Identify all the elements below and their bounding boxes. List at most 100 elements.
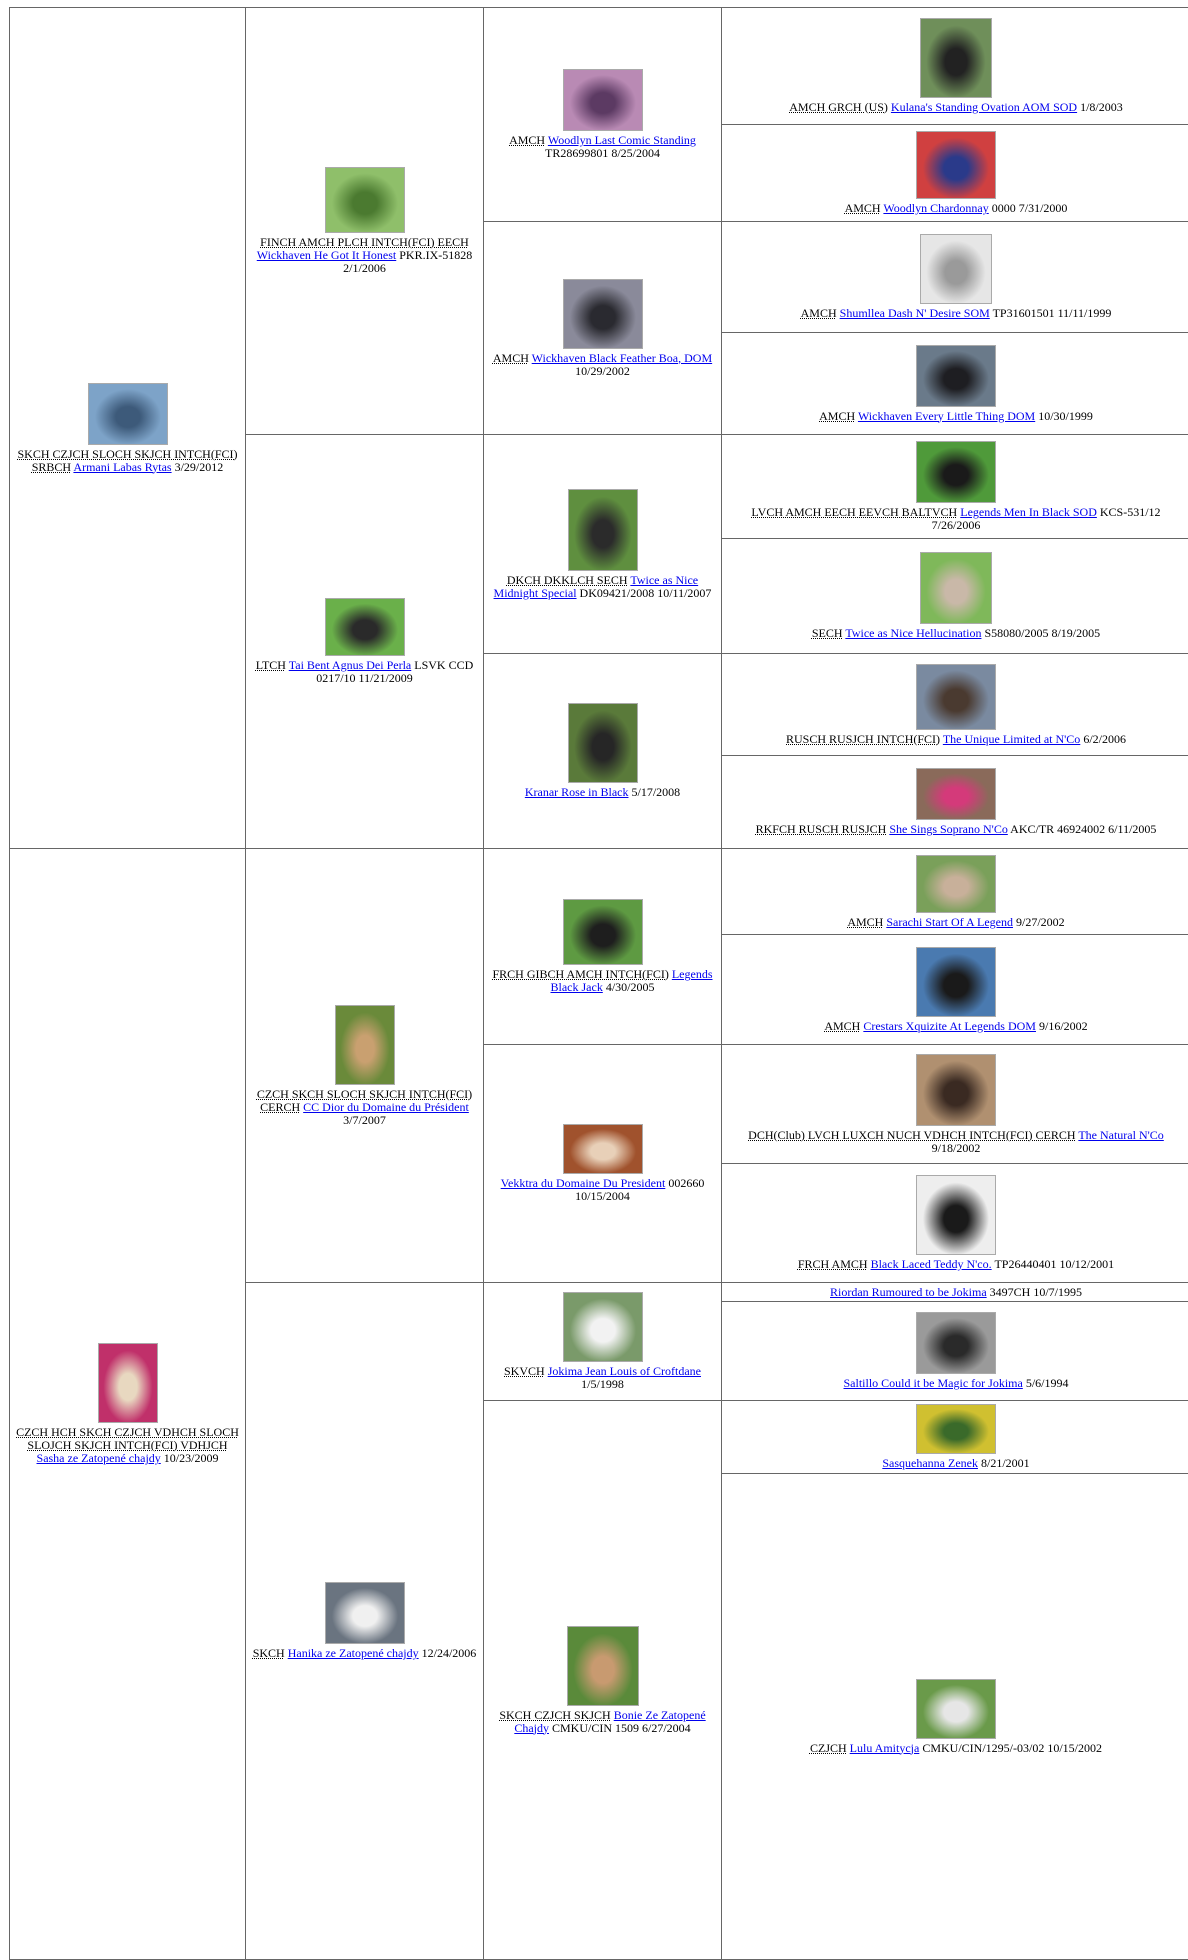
dog-photo[interactable] bbox=[916, 663, 996, 730]
dog-info: TP26440401 10/12/2001 bbox=[994, 1257, 1115, 1271]
dog-name-link[interactable]: Wickhaven He Got It Honest bbox=[256, 248, 397, 262]
dog-photo[interactable] bbox=[324, 598, 405, 656]
dog-photo[interactable] bbox=[562, 278, 643, 349]
dog-name-link[interactable]: CC Dior du Domaine du Président bbox=[303, 1099, 469, 1114]
dog-name-link[interactable]: Jokima Jean Louis of Croftdane bbox=[547, 1364, 701, 1378]
dog-name-link[interactable]: The Natural N'Co bbox=[1078, 1127, 1164, 1142]
dog-name-link[interactable]: Hanika ze Zatopené chajdy bbox=[287, 1646, 419, 1660]
dog-titles: SKCH bbox=[252, 1646, 285, 1660]
dog-info: CMKU/CIN/1295/-03/02 10/15/2002 bbox=[922, 1740, 1102, 1755]
dog-info: 1/5/1998 bbox=[581, 1377, 624, 1391]
dog-name-link[interactable]: Shumllea Dash N' Desire SOM bbox=[839, 306, 990, 320]
dog-photo[interactable] bbox=[916, 946, 996, 1017]
dog-photo[interactable] bbox=[324, 167, 405, 233]
pedigree-cell-woodlyn-last-comic-standing: AMCH Woodlyn Last Comic Standing TR28699… bbox=[483, 7, 722, 222]
dog-photo[interactable] bbox=[566, 1625, 639, 1706]
dog-photo[interactable] bbox=[87, 382, 168, 445]
pedigree-table: SKCH CZJCH SLOCH SKJCH INTCH(FCI) SRBCH … bbox=[9, 7, 1188, 1960]
pedigree-cell-crestars-xquizite-at-legends-dom: AMCH Crestars Xquizite At Legends DOM 9/… bbox=[721, 934, 1188, 1045]
dog-info: 10/23/2009 bbox=[163, 1451, 219, 1465]
dog-name-link[interactable]: Saltillo Could it be Magic for Jokima bbox=[843, 1376, 1023, 1390]
dog-photo[interactable] bbox=[916, 1404, 996, 1454]
dog-titles: RKFCH RUSCH RUSJCH bbox=[755, 822, 887, 836]
dog-photo[interactable] bbox=[916, 344, 996, 407]
dog-titles: SKCH CZJCH SKJCH bbox=[499, 1707, 611, 1722]
dog-entry: RUSCH RUSJCH INTCH(FCI) The Unique Limit… bbox=[726, 731, 1186, 746]
dog-photo[interactable] bbox=[916, 1678, 996, 1739]
dog-name-link[interactable]: Riordan Rumoured to be Jokima bbox=[830, 1284, 987, 1299]
dog-photo[interactable] bbox=[567, 703, 638, 783]
dog-photo[interactable] bbox=[920, 552, 992, 624]
dog-photo[interactable] bbox=[97, 1343, 158, 1423]
dog-photo[interactable] bbox=[562, 899, 643, 965]
dog-entry: CZCH HCH SKCH CZJCH VDHCH SLOCH SLOJCH S… bbox=[14, 1426, 241, 1465]
dog-name-link[interactable]: Wickhaven Every Little Thing DOM bbox=[857, 408, 1036, 423]
dog-info: 5/17/2008 bbox=[631, 785, 681, 799]
dog-entry: SKCH Hanika ze Zatopené chajdy 12/24/200… bbox=[250, 1647, 479, 1660]
dog-entry: SKVCH Jokima Jean Louis of Croftdane 1/5… bbox=[488, 1365, 717, 1391]
pedigree-cell-wickhaven-he-got-it-honest: FINCH AMCH PLCH INTCH(FCI) EECH Wickhave… bbox=[245, 7, 484, 435]
dog-name-link[interactable]: Crestars Xquizite At Legends DOM bbox=[863, 1018, 1036, 1033]
dog-info: 3497CH 10/7/1995 bbox=[989, 1284, 1082, 1299]
dog-photo[interactable] bbox=[562, 1292, 643, 1362]
dog-info: PKR.IX-51828 2/1/2006 bbox=[343, 248, 473, 275]
dog-titles: FINCH AMCH PLCH INTCH(FCI) EECH bbox=[260, 235, 469, 249]
pedigree-cell-twice-as-nice-midnight-special: DKCH DKKLCH SECH Twice as Nice Midnight … bbox=[483, 434, 722, 654]
pedigree-cell-riordan-rumoured-to-be-jokima: Riordan Rumoured to be Jokima 3497CH 10/… bbox=[721, 1282, 1188, 1302]
dog-entry: Saltillo Could it be Magic for Jokima 5/… bbox=[726, 1377, 1186, 1390]
dog-info: 6/2/2006 bbox=[1083, 731, 1126, 746]
dog-name-link[interactable]: Legends Black Jack bbox=[550, 967, 713, 994]
dog-entry: AMCH Crestars Xquizite At Legends DOM 9/… bbox=[726, 1018, 1186, 1033]
dog-photo[interactable] bbox=[324, 1582, 405, 1644]
dog-name-link[interactable]: Black Laced Teddy N'co. bbox=[870, 1257, 992, 1271]
dog-name-link[interactable]: Sasquehanna Zenek bbox=[882, 1456, 978, 1470]
pedigree-cell-the-natural-n-co: DCH(Club) LVCH LUXCH NUCH VDHCH INTCH(FC… bbox=[721, 1044, 1188, 1164]
dog-name-link[interactable]: Sasha ze Zatopené chajdy bbox=[36, 1451, 161, 1465]
dog-photo[interactable] bbox=[334, 1004, 395, 1085]
dog-entry: FRCH AMCH Black Laced Teddy N'co. TP2644… bbox=[726, 1258, 1186, 1271]
dog-photo[interactable] bbox=[916, 854, 996, 913]
pedigree-cell-wickhaven-black-feather-boa-dom: AMCH Wickhaven Black Feather Boa, DOM 10… bbox=[483, 221, 722, 435]
dog-name-link[interactable]: Woodlyn Chardonnay bbox=[883, 201, 989, 215]
dog-photo[interactable] bbox=[916, 1053, 996, 1126]
dog-photo[interactable] bbox=[920, 234, 992, 304]
dog-name-link[interactable]: Legends Men In Black SOD bbox=[960, 505, 1097, 519]
dog-name-link[interactable]: The Unique Limited at N'Co bbox=[942, 731, 1081, 746]
dog-entry: DKCH DKKLCH SECH Twice as Nice Midnight … bbox=[488, 572, 717, 600]
pedigree-cell-vekktra-du-domaine-du-president: Vekktra du Domaine Du President 002660 1… bbox=[483, 1044, 722, 1283]
dog-name-link[interactable]: Lulu Amitycja bbox=[849, 1740, 920, 1755]
dog-name-link[interactable]: She Sings Soprano N'Co bbox=[889, 822, 1008, 836]
dog-photo[interactable] bbox=[916, 441, 996, 503]
pedigree-cell-shumllea-dash-n-desire-som: AMCH Shumllea Dash N' Desire SOM TP31601… bbox=[721, 221, 1188, 333]
dog-photo[interactable] bbox=[920, 18, 992, 98]
dog-name-link[interactable]: Bonie Ze Zatopené Chajdy bbox=[514, 1707, 706, 1735]
dog-entry: SECH Twice as Nice Hellucination S58080/… bbox=[726, 627, 1186, 640]
dog-name-link[interactable]: Armani Labas Rytas bbox=[73, 459, 172, 474]
dog-name-link[interactable]: Tai Bent Agnus Dei Perla bbox=[288, 658, 412, 672]
dog-entry: SKCH CZJCH SKJCH Bonie Ze Zatopené Chajd… bbox=[488, 1707, 717, 1735]
dog-photo[interactable] bbox=[562, 69, 643, 131]
dog-entry: Kranar Rose in Black 5/17/2008 bbox=[488, 786, 717, 799]
dog-name-link[interactable]: Kranar Rose in Black bbox=[524, 785, 629, 799]
dog-name-link[interactable]: Wickhaven Black Feather Boa, DOM bbox=[531, 350, 713, 365]
dog-info: LSVK CCD 0217/10 11/21/2009 bbox=[316, 658, 474, 685]
dog-photo[interactable] bbox=[916, 1312, 996, 1374]
dog-titles: LVCH AMCH EECH EEVCH BALTVCH bbox=[751, 505, 958, 519]
dog-name-link[interactable]: Vekktra du Domaine Du President bbox=[500, 1176, 666, 1190]
dog-photo[interactable] bbox=[567, 488, 638, 571]
dog-photo[interactable] bbox=[562, 1124, 643, 1174]
pedigree-cell-woodlyn-chardonnay: AMCH Woodlyn Chardonnay 0000 7/31/2000 bbox=[721, 124, 1188, 222]
dog-name-link[interactable]: Sarachi Start Of A Legend bbox=[886, 914, 1013, 929]
dog-entry: Riordan Rumoured to be Jokima 3497CH 10/… bbox=[726, 1284, 1186, 1299]
dog-photo[interactable] bbox=[916, 1175, 996, 1255]
dog-name-link[interactable]: Twice as Nice Midnight Special bbox=[493, 572, 699, 600]
dog-titles: AMCH bbox=[844, 201, 881, 215]
dog-name-link[interactable]: Woodlyn Last Comic Standing bbox=[547, 133, 696, 147]
pedigree-cell-saltillo-could-it-be-magic-for-jokima: Saltillo Could it be Magic for Jokima 5/… bbox=[721, 1301, 1188, 1401]
dog-name-link[interactable]: Twice as Nice Hellucination bbox=[845, 626, 982, 640]
dog-entry: FINCH AMCH PLCH INTCH(FCI) EECH Wickhave… bbox=[250, 236, 479, 275]
dog-photo[interactable] bbox=[916, 131, 996, 199]
pedigree-cell-bonie-ze-zatopen-chajdy: SKCH CZJCH SKJCH Bonie Ze Zatopené Chajd… bbox=[483, 1400, 722, 1960]
dog-photo[interactable] bbox=[916, 768, 996, 820]
dog-name-link[interactable]: Kulana's Standing Ovation AOM SOD bbox=[890, 100, 1078, 114]
